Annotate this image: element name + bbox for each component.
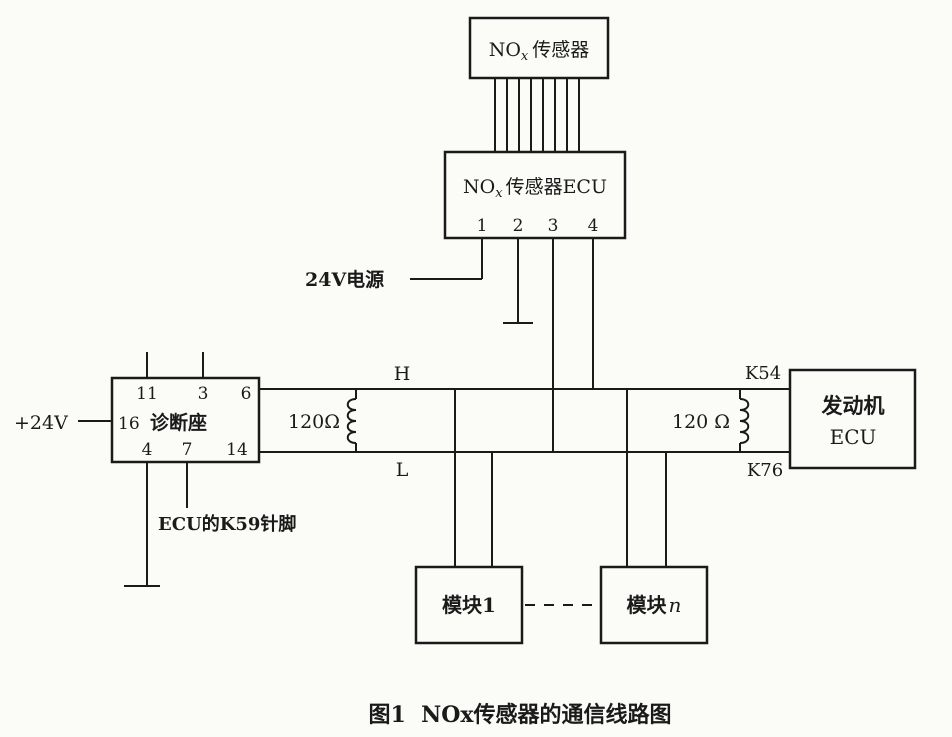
ecu-pin-2: 2 bbox=[513, 216, 524, 236]
sensor-wire-bundle bbox=[494, 78, 580, 152]
engine-ecu-label-1: 发动机 bbox=[821, 393, 885, 418]
k59-wire: ECU的K59针脚 bbox=[158, 462, 296, 535]
engine-ecu-label-2: ECU bbox=[830, 425, 877, 449]
right-termination-resistor: 120 Ω bbox=[672, 389, 750, 452]
can-l-label: L bbox=[396, 459, 409, 481]
diag-pin-7: 7 bbox=[182, 440, 193, 460]
diag-pin-14: 14 bbox=[226, 440, 248, 460]
figure-caption: 图1 NOx传感器的通信线路图 bbox=[368, 702, 671, 728]
module-n-box bbox=[599, 565, 709, 645]
plus-24v-label: +24V bbox=[14, 412, 68, 434]
k59-label: ECU的K59针脚 bbox=[158, 513, 296, 535]
nox-sensor-box bbox=[468, 16, 610, 80]
diagnostic-connector-title: 诊断座 bbox=[150, 411, 207, 434]
diagnostic-connector: 11 3 6 16 诊断座 4 7 14 bbox=[110, 376, 261, 464]
power-supply-wire: 24V电源 bbox=[305, 238, 483, 291]
ecu-pin-3: 3 bbox=[548, 216, 559, 236]
power-label: 24V电源 bbox=[305, 268, 384, 291]
ecu-pin-4: 4 bbox=[588, 216, 599, 236]
diag-pin-4: 4 bbox=[142, 440, 153, 460]
resistor-coil bbox=[739, 398, 750, 444]
diag-pin-16: 16 bbox=[118, 414, 140, 434]
ecu-pin-1: 1 bbox=[477, 216, 488, 236]
left-termination-resistor: 120Ω bbox=[288, 389, 357, 452]
module-1-label: 模块1 bbox=[442, 593, 496, 617]
plus-24v-input: +24V bbox=[14, 412, 112, 434]
engine-ecu-pin-k76: K76 bbox=[747, 460, 783, 481]
can-h-label: H bbox=[394, 363, 411, 385]
diag-pin-6: 6 bbox=[241, 384, 252, 404]
module-1-box bbox=[414, 565, 524, 645]
nox-sensor-ecu-box bbox=[443, 150, 627, 240]
diag-pin-11: 11 bbox=[136, 384, 158, 404]
resistor-left-label: 120Ω bbox=[288, 411, 340, 433]
resistor-right-label: 120 Ω bbox=[672, 411, 730, 433]
engine-ecu: 发动机 ECU K54 K76 bbox=[745, 363, 917, 481]
resistor-coil bbox=[346, 398, 357, 444]
diag-ground bbox=[124, 462, 160, 587]
diag-pin-3: 3 bbox=[198, 384, 209, 404]
module-1: 模块1 bbox=[414, 452, 524, 645]
engine-ecu-box bbox=[788, 368, 917, 470]
engine-ecu-pin-k54: K54 bbox=[745, 363, 781, 384]
ecu-ground bbox=[503, 238, 533, 324]
